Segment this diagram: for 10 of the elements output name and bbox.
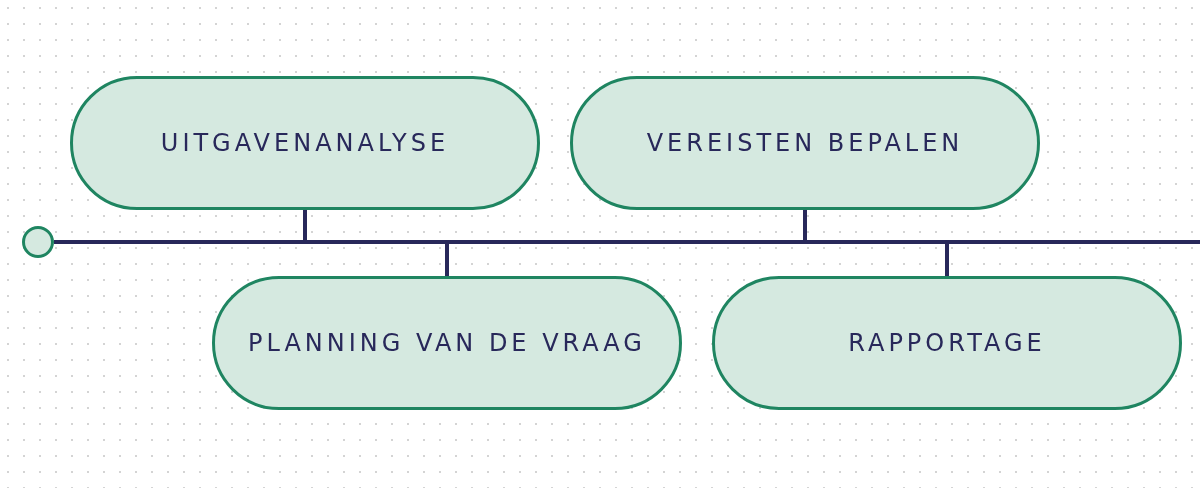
timeline-line bbox=[54, 240, 1200, 244]
stage-label: RAPPORTAGE bbox=[848, 329, 1046, 357]
connector-line bbox=[445, 242, 449, 276]
connector-line bbox=[303, 210, 307, 242]
connector-line bbox=[945, 242, 949, 276]
stage-label: UITGAVENANALYSE bbox=[160, 129, 450, 157]
stage-label: VEREISTEN BEPALEN bbox=[646, 129, 964, 157]
stage-label: PLANNING VAN DE VRAAG bbox=[248, 329, 646, 357]
start-circle bbox=[22, 226, 54, 258]
connector-line bbox=[803, 210, 807, 242]
